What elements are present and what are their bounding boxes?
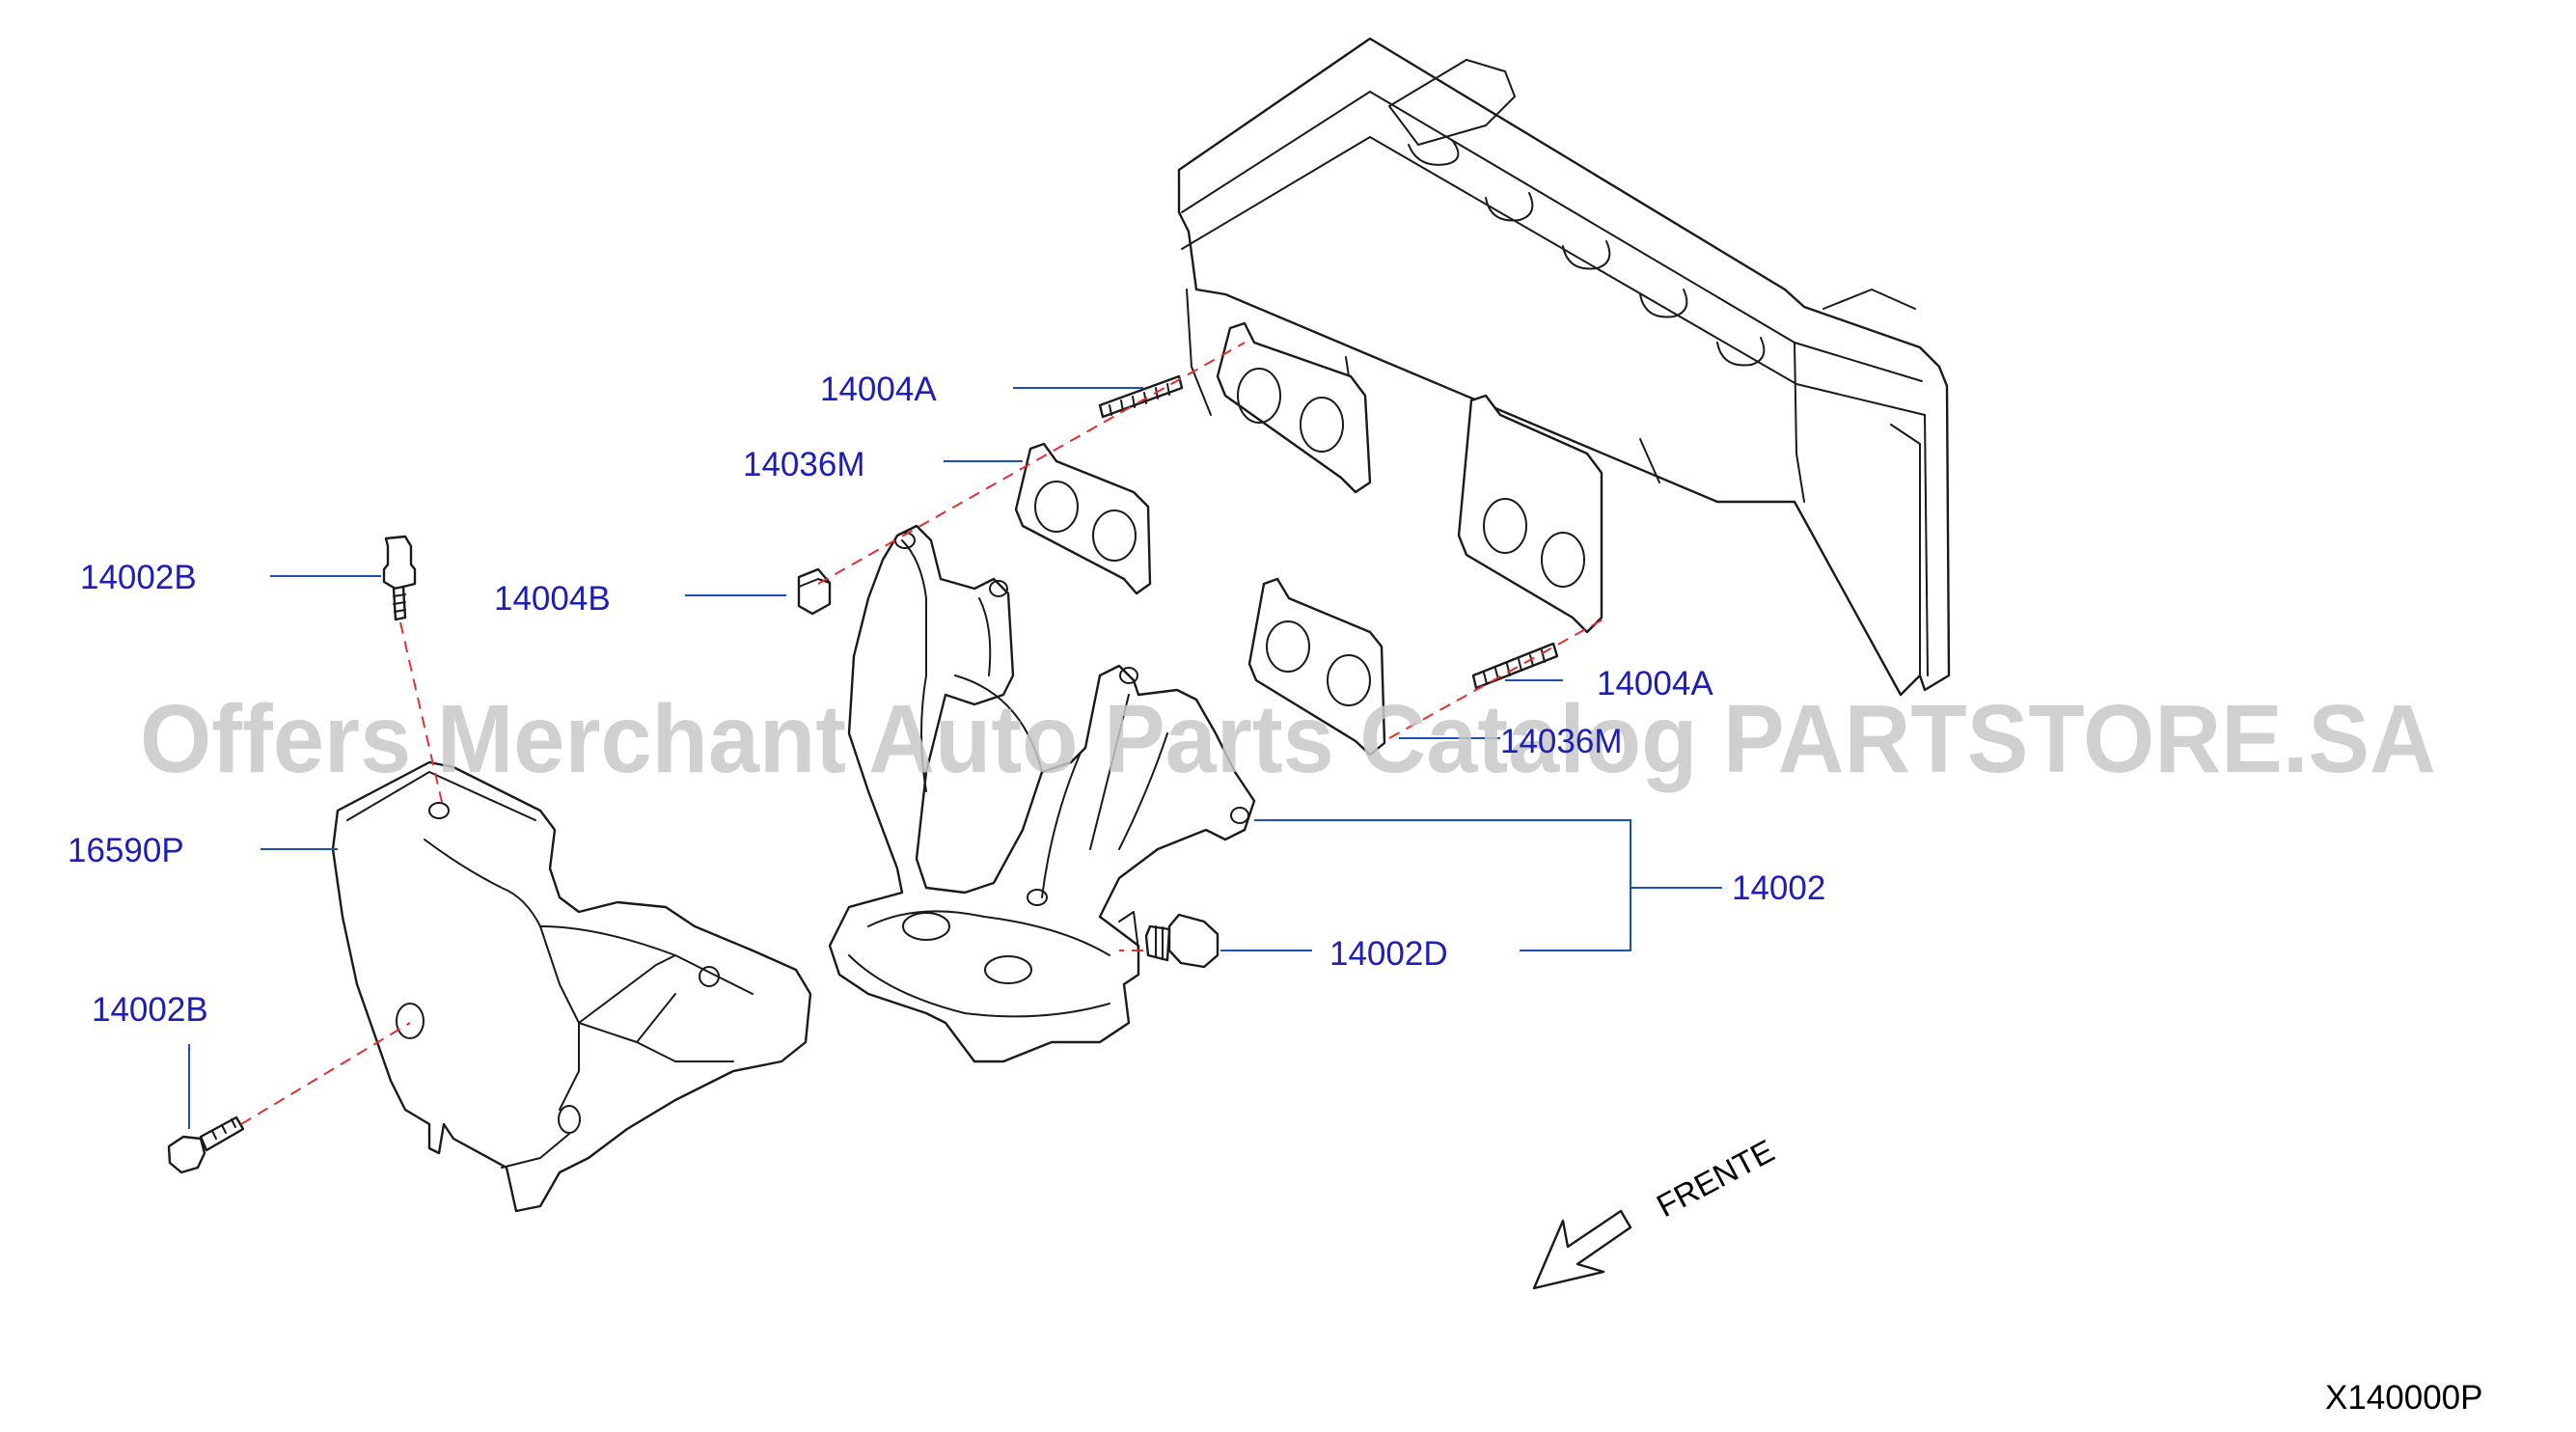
callout-14004a-upper[interactable]: 14004A: [820, 371, 937, 408]
front-direction-label: FRENTE: [1651, 1133, 1780, 1225]
callout-14002[interactable]: 14002: [1732, 869, 1825, 907]
callout-16590p[interactable]: 16590P: [68, 832, 184, 869]
front-direction-arrow-icon: [1532, 1209, 1632, 1290]
engine-port-gasket-upper: [1216, 321, 1372, 494]
bolt-14002b-bottom: [167, 1115, 245, 1174]
leader-lines: [188, 387, 1722, 1129]
exhaust-gasket-upper: [1014, 442, 1152, 595]
callout-14002b-upper[interactable]: 14002B: [80, 559, 197, 596]
stud-upper: [1098, 374, 1184, 419]
engine-cylinder-head: [1177, 37, 1951, 697]
alignment-lines: [240, 342, 1607, 1125]
bolt-14002b-top: [382, 535, 417, 621]
heat-shield: [331, 760, 812, 1213]
stud-lower: [1471, 642, 1559, 690]
engine-port-gasket-lower: [1457, 394, 1603, 634]
callout-14002d[interactable]: 14002D: [1329, 935, 1448, 973]
callout-14002b-lower[interactable]: 14002B: [92, 991, 208, 1029]
nut-14004b: [797, 567, 832, 616]
exhaust-manifold: [828, 524, 1256, 1063]
callout-14036m-upper[interactable]: 14036M: [743, 446, 864, 483]
callout-14004b[interactable]: 14004B: [494, 580, 611, 618]
exhaust-gasket-lower: [1247, 577, 1386, 757]
figure-code: X140000P: [2325, 1379, 2482, 1417]
callout-14036m-lower[interactable]: 14036M: [1500, 723, 1622, 760]
callout-14004a-lower[interactable]: 14004A: [1597, 665, 1713, 702]
bolt-14002d: [1144, 913, 1219, 969]
watermark: Offers Merchant Auto Parts Catalog PARTS…: [140, 685, 2436, 793]
